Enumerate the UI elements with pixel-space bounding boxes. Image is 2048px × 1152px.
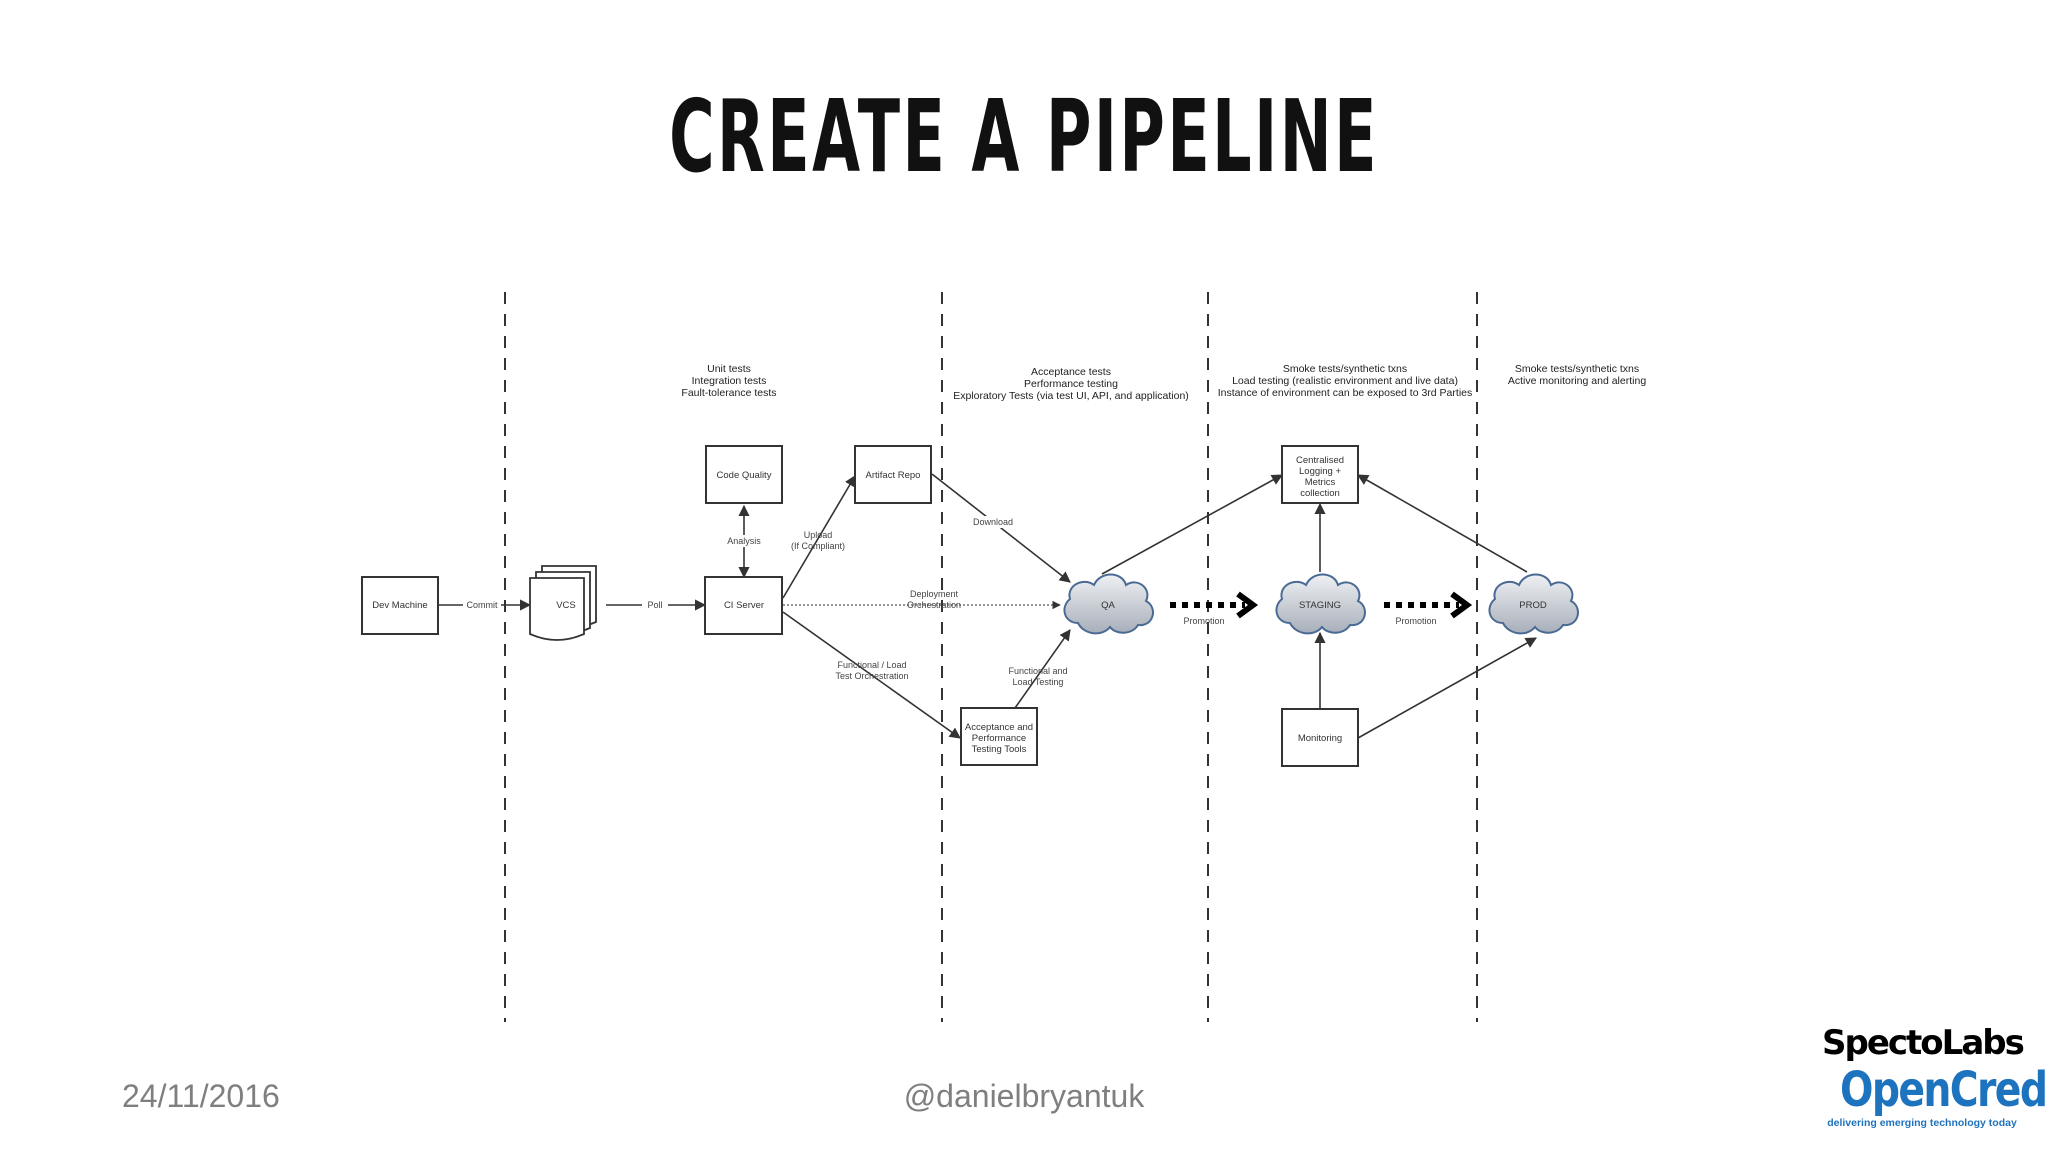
node-label: Testing Tools bbox=[972, 744, 1027, 755]
node-label: Centralised bbox=[1296, 455, 1344, 466]
staging-stage-notes: Smoke tests/synthetic txns Load testing … bbox=[1218, 363, 1473, 399]
edge-label-upload: Upload bbox=[804, 530, 833, 540]
opencredo-logo: OpenCredo bbox=[1840, 1062, 2048, 1118]
stage-note-line: Exploratory Tests (via test UI, API, and… bbox=[953, 390, 1189, 402]
node-label: Metrics bbox=[1305, 477, 1336, 488]
edge-label-poll: Poll bbox=[647, 600, 662, 610]
edge-label-functional-testing: Load Testing bbox=[1013, 677, 1064, 687]
node-label: Acceptance and bbox=[965, 722, 1033, 733]
edge-monitoring-prod bbox=[1357, 637, 1537, 739]
prod-stage-notes: Smoke tests/synthetic txns Active monito… bbox=[1508, 363, 1646, 387]
artifact-repo-node: Artifact Repo bbox=[854, 445, 932, 504]
edge-upload bbox=[782, 475, 856, 599]
stage-note-line: Acceptance tests bbox=[1031, 366, 1111, 378]
monitoring-node: Monitoring bbox=[1281, 708, 1359, 767]
stage-note-line: Active monitoring and alerting bbox=[1508, 375, 1646, 387]
edge-label-commit: Commit bbox=[467, 600, 498, 610]
edge-label-promotion: Promotion bbox=[1183, 616, 1224, 626]
promotion-arrow-staging-prod bbox=[1384, 591, 1473, 619]
dev-machine-node: Dev Machine bbox=[361, 576, 439, 635]
node-label: Logging + bbox=[1299, 466, 1341, 477]
stage-note-line: Fault-tolerance tests bbox=[681, 387, 776, 399]
edge-label-functional-testing: Functional and bbox=[1008, 666, 1067, 676]
vcs-node: VCS bbox=[529, 565, 597, 641]
staging-cloud-node: STAGING bbox=[1275, 573, 1366, 635]
qa-stage-notes: Acceptance tests Performance testing Exp… bbox=[953, 366, 1189, 402]
edge-label-deployment: Deployment bbox=[910, 589, 959, 599]
edge-label-upload: (If Compliant) bbox=[791, 541, 845, 551]
stage-note-line: Smoke tests/synthetic txns bbox=[1283, 363, 1407, 375]
stage-note-line: Instance of environment can be exposed t… bbox=[1218, 387, 1473, 399]
footer-handle: @danielbryantuk bbox=[903, 1078, 1145, 1114]
node-label: PROD bbox=[1519, 600, 1547, 611]
edge-label-deployment: Orchestration bbox=[907, 600, 961, 610]
edge-label-functional-load: Functional / Load bbox=[837, 660, 906, 670]
edge-prod-logging bbox=[1357, 474, 1528, 573]
build-stage-notes: Unit tests Integration tests Fault-toler… bbox=[681, 363, 776, 399]
promotion-arrow-qa-staging bbox=[1170, 591, 1259, 619]
logging-node: Centralised Logging + Metrics collection bbox=[1281, 445, 1359, 504]
edge-label-download: Download bbox=[973, 517, 1013, 527]
cloud-icon bbox=[1488, 573, 1579, 635]
edge-label-promotion: Promotion bbox=[1395, 616, 1436, 626]
footer-date: 24/11/2016 bbox=[122, 1078, 280, 1114]
prod-cloud-node: PROD bbox=[1488, 573, 1579, 635]
stage-note-line: Unit tests bbox=[707, 363, 751, 375]
edge-functional-testing bbox=[1014, 629, 1071, 709]
cloud-icon bbox=[1063, 573, 1154, 635]
node-label: Performance bbox=[972, 733, 1026, 744]
qa-cloud-node: QA bbox=[1063, 573, 1154, 635]
edge-label-analysis: Analysis bbox=[727, 536, 761, 546]
opencredo-tagline: delivering emerging technology today bbox=[1827, 1117, 2017, 1129]
edge-functional-load bbox=[782, 611, 961, 739]
node-label: collection bbox=[1300, 488, 1340, 499]
code-quality-node: Code Quality bbox=[705, 445, 783, 504]
node-label: Code Quality bbox=[717, 470, 772, 481]
acceptance-tools-node: Acceptance and Performance Testing Tools bbox=[960, 707, 1038, 766]
stage-note-line: Integration tests bbox=[692, 375, 767, 387]
node-label: CI Server bbox=[724, 600, 764, 611]
node-label: VCS bbox=[556, 600, 576, 611]
spectolabs-logo: SpectoLabs bbox=[1822, 1023, 2025, 1063]
stage-note-line: Performance testing bbox=[1024, 378, 1118, 390]
cloud-icon bbox=[1275, 573, 1366, 635]
sponsor-logos: SpectoLabs OpenCredo delivering emerging… bbox=[1822, 1022, 2048, 1146]
edge-label-functional-load: Test Orchestration bbox=[835, 671, 908, 681]
edge-qa-logging bbox=[1101, 474, 1283, 575]
stage-note-line: Load testing (realistic environment and … bbox=[1232, 375, 1458, 387]
slide-title: CREATE A PIPELINE bbox=[669, 78, 1379, 195]
ci-server-node: CI Server bbox=[704, 576, 783, 635]
node-label: QA bbox=[1101, 600, 1115, 611]
stage-note-line: Smoke tests/synthetic txns bbox=[1515, 363, 1639, 375]
node-label: Artifact Repo bbox=[866, 470, 921, 481]
node-label: Monitoring bbox=[1298, 733, 1342, 744]
node-label: STAGING bbox=[1299, 600, 1341, 611]
node-label: Dev Machine bbox=[372, 600, 427, 611]
